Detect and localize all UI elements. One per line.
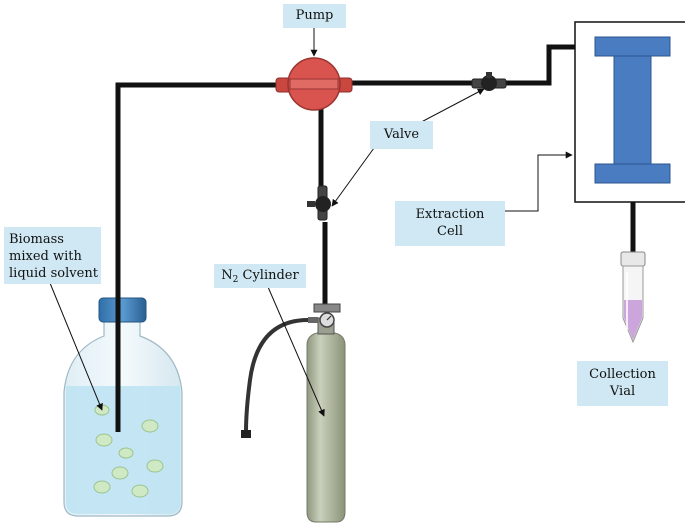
extraction-cell-label-line-1: Extraction (415, 207, 485, 222)
collection-vial-label: Collection Vial (577, 361, 668, 406)
tubing (115, 44, 636, 432)
n2-cylinder-label-text: N2 Cylinder (214, 264, 306, 289)
pump-label-text: Pump (295, 8, 334, 23)
collection-vial-label-line-2: Vial (609, 384, 636, 399)
pointer-n2 (267, 286, 325, 417)
n2-element: N (221, 268, 233, 283)
pump (275, 57, 353, 111)
valve-label-text: Valve (383, 127, 420, 142)
biomass-label-line-3: liquid solvent (9, 266, 98, 281)
n2-subscript: 2 (232, 275, 239, 285)
bottle-cap (98, 297, 147, 323)
extraction-cell-label: Extraction Cell (395, 201, 505, 246)
collection-vial-label-line-1: Collection (589, 367, 656, 382)
extraction-cell (574, 21, 685, 203)
n2-cylinder-label: N2 Cylinder (214, 264, 306, 288)
biomass-label-line-1: Biomass (9, 232, 64, 247)
tube-bottle-to-pump (115, 82, 282, 432)
valve-upper (471, 72, 507, 91)
biomass-particles (93, 404, 164, 498)
biomass-label-line-2: mixed with (9, 249, 82, 264)
pointer-biomass (49, 282, 103, 411)
vial-liquid (624, 300, 642, 340)
cylinder-hose (244, 318, 309, 433)
pointer-extraction-cell (505, 151, 573, 212)
n2-cylinder (241, 303, 346, 523)
pump-label: Pump (283, 4, 346, 28)
solvent-bottle (63, 297, 183, 517)
pointer-valve-lower (331, 147, 375, 207)
tube-valve-to-cell (504, 44, 597, 86)
biomass-label: Biomass mixed with liquid solvent (4, 227, 101, 284)
n2-cylinder-word: Cylinder (238, 268, 299, 283)
valve-label: Valve (370, 121, 433, 149)
collection-vial (620, 251, 646, 344)
valve-lower (307, 185, 331, 221)
extraction-cell-label-line-2: Cell (437, 224, 463, 239)
